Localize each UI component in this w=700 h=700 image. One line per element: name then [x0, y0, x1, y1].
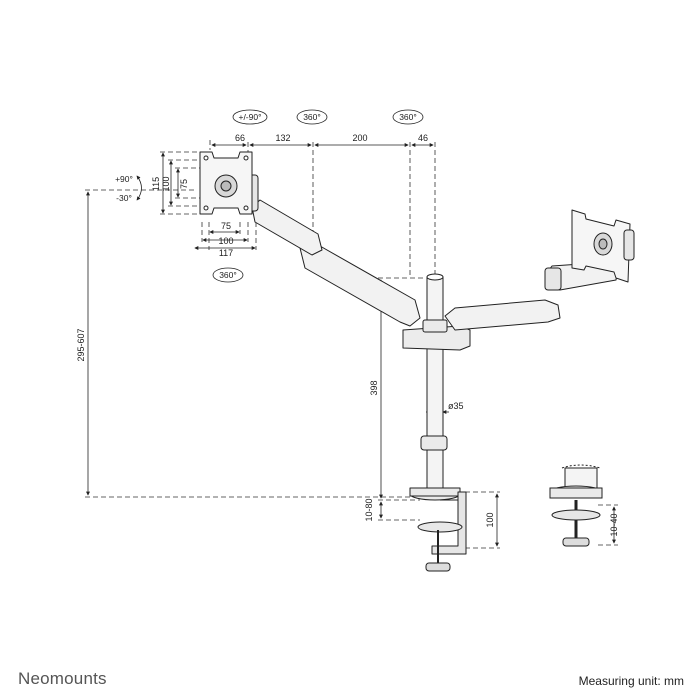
dim-46: 46: [418, 133, 428, 143]
swivel-badge-pole: 360°: [392, 109, 424, 125]
grommet-mount-detail: [549, 464, 603, 547]
dim-132: 132: [275, 133, 290, 143]
tilt-badge: +/-90°: [232, 109, 268, 125]
svg-text:360°: 360°: [219, 270, 237, 280]
dim-117: 117: [219, 248, 233, 258]
dim-115: 115: [151, 177, 161, 191]
svg-text:+/-90°: +/-90°: [238, 112, 261, 122]
rotate-badge-plate: 360°: [212, 267, 244, 283]
dim-75-h: 75: [221, 221, 231, 231]
dim-66: 66: [235, 133, 245, 143]
clamp-bracket: [431, 491, 467, 555]
dim-100-h: 100: [218, 236, 233, 246]
dimension-lines: [86, 143, 616, 547]
measuring-unit-note: Measuring unit: mm: [578, 674, 684, 688]
dimension-labels: 66 132 200 46 115 100 75 75 100 117 295-…: [76, 133, 619, 537]
dim-clamp-height: 100: [485, 512, 495, 527]
left-lower-arm: [299, 239, 421, 327]
dim-200: 200: [352, 133, 367, 143]
monitor-arm: [199, 151, 635, 572]
height-collar: [420, 435, 448, 451]
dim-pole-diameter: ø35: [448, 401, 464, 411]
dim-pole-height: 398: [369, 380, 379, 395]
dim-height-range: 295-607: [76, 328, 86, 361]
dim-grommet-thickness: 10-40: [609, 513, 619, 536]
dim-desk-thickness: 10-80: [364, 498, 374, 521]
right-lower-arm: [444, 299, 561, 331]
svg-text:360°: 360°: [303, 112, 321, 122]
svg-text:-30°: -30°: [116, 193, 132, 203]
pole: [426, 276, 444, 493]
dim-100-v: 100: [161, 176, 171, 191]
svg-text:+90°: +90°: [115, 174, 133, 184]
svg-text:360°: 360°: [399, 112, 417, 122]
guide-lines: [85, 140, 618, 549]
dim-75-v: 75: [179, 179, 189, 189]
swivel-badge-mid: 360°: [296, 109, 328, 125]
brand-logo-text: Neomounts: [18, 669, 107, 688]
tilt-angle-labels: +90° -30°: [115, 174, 142, 203]
clamp-knob: [425, 562, 451, 572]
left-upper-arm: [251, 199, 323, 256]
